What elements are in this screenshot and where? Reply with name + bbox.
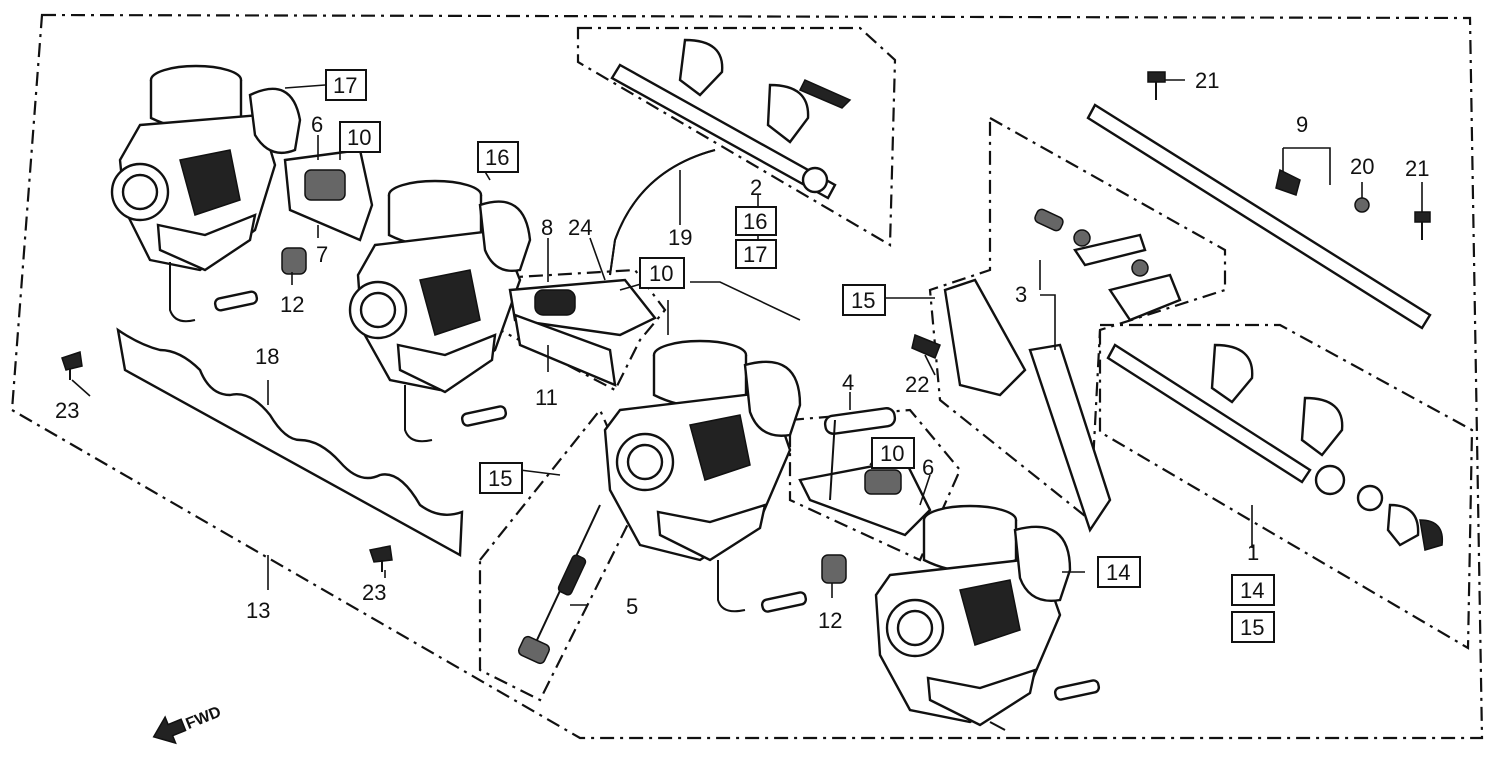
callout-4: 4 — [842, 370, 854, 395]
callout-1: 1 — [1247, 540, 1259, 565]
svg-text:15: 15 — [1240, 615, 1264, 640]
boxed-callout-14-carb: 14 — [1097, 556, 1141, 588]
boxed-callout-10-lower: 10 — [871, 437, 915, 469]
callout-6-lower: 6 — [922, 455, 934, 480]
boxed-callout-14-link: 14 — [1231, 574, 1275, 606]
joint-pipe-4 — [823, 407, 897, 501]
callout-23-bottom: 23 — [362, 580, 386, 605]
screw-23-bottom — [369, 545, 393, 572]
callout-18: 18 — [255, 344, 279, 369]
callout-5: 5 — [626, 594, 638, 619]
callout-3: 3 — [1015, 282, 1027, 307]
air-vent-tube-18 — [116, 327, 464, 557]
callout-22: 22 — [905, 372, 929, 397]
screw-12-lower — [821, 554, 847, 584]
callout-24: 24 — [568, 215, 592, 240]
fuel-joint-11 — [513, 313, 617, 387]
svg-text:15: 15 — [488, 466, 512, 491]
leader-lines — [71, 79, 1423, 606]
throttle-link-3 — [943, 208, 1182, 533]
svg-text:10: 10 — [347, 125, 371, 150]
svg-text:14: 14 — [1240, 578, 1264, 603]
boxed-callout-16-mid: 16 — [735, 206, 777, 236]
svg-text:10: 10 — [649, 261, 673, 286]
fuel-joint-6-lower — [798, 458, 932, 537]
svg-text:17: 17 — [333, 73, 357, 98]
svg-text:16: 16 — [485, 145, 509, 170]
callout-21-top: 21 — [1195, 68, 1219, 93]
panel-link-arm-right — [1098, 323, 1474, 650]
carburetor-2 — [348, 179, 532, 443]
svg-text:17: 17 — [743, 242, 767, 267]
screw-23-left — [61, 351, 83, 380]
svg-text:10: 10 — [880, 441, 904, 466]
screw-21-right — [1414, 211, 1431, 240]
svg-text:14: 14 — [1106, 560, 1130, 585]
svg-text:15: 15 — [851, 288, 875, 313]
callout-21-right: 21 — [1405, 156, 1429, 181]
fuel-joint-6-upper — [283, 148, 374, 242]
assembly-boundary — [10, 13, 1484, 740]
callout-2: 2 — [750, 175, 762, 200]
callout-12-upper: 12 — [280, 292, 304, 317]
boxed-callout-10-mid: 10 — [639, 257, 685, 289]
fuel-tube-19 — [609, 149, 716, 276]
forward-direction-indicator: FWD — [152, 704, 224, 745]
forward-arrow-icon — [152, 715, 187, 745]
callout-9: 9 — [1296, 112, 1308, 137]
boxed-callout-17-top: 17 — [325, 69, 367, 101]
callout-20: 20 — [1350, 154, 1374, 179]
callout-19: 19 — [668, 225, 692, 250]
callout-11: 11 — [535, 385, 558, 410]
callout-6-upper: 6 — [311, 112, 323, 137]
boxed-callout-15-left: 15 — [479, 462, 523, 494]
callout-12-lower: 12 — [818, 608, 842, 633]
callout-7: 7 — [316, 242, 328, 267]
screw-12-upper — [281, 247, 307, 275]
carburetor-3 — [603, 339, 808, 613]
link-arm-2 — [610, 38, 852, 200]
boxed-callout-15-upper: 15 — [842, 284, 886, 316]
boxed-callout-17-mid: 17 — [735, 239, 777, 269]
callout-23-left: 23 — [55, 398, 79, 423]
adjust-screw-5 — [517, 504, 601, 665]
carburetor-1 — [110, 64, 302, 323]
fuel-joint-8 — [508, 278, 657, 337]
carburetor-4 — [874, 504, 1101, 731]
boxed-callout-15-link: 15 — [1231, 611, 1275, 643]
link-arm-1 — [1106, 343, 1444, 551]
clip-20 — [1354, 197, 1370, 213]
link-arm-9 — [1086, 103, 1432, 330]
screw-21-top — [1147, 71, 1166, 100]
fwd-label: FWD — [183, 704, 223, 733]
callout-13: 13 — [246, 598, 270, 623]
boxed-callout-10-top: 10 — [339, 121, 381, 153]
callout-8: 8 — [541, 215, 553, 240]
spring-22 — [911, 333, 941, 359]
svg-text:16: 16 — [743, 209, 767, 234]
boxed-callout-16-top: 16 — [477, 141, 519, 173]
panel-link-arm-top — [576, 26, 897, 247]
